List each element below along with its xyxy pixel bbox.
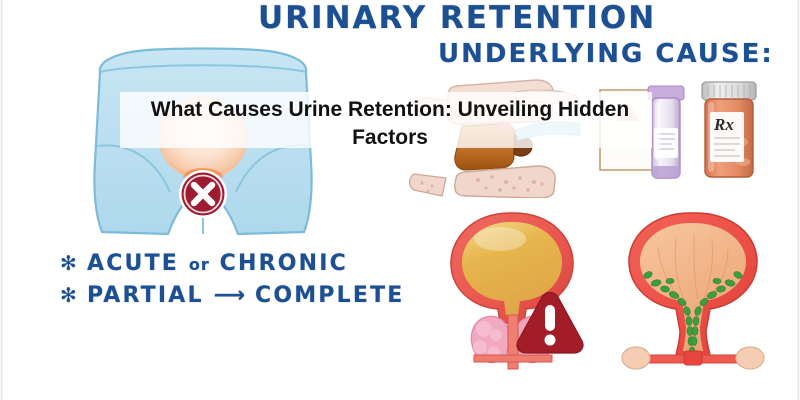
bladder-prostate-svg bbox=[450, 212, 584, 370]
bullet-0-text2: CHRONIC bbox=[219, 251, 348, 276]
bladder-prostate-illustration bbox=[438, 205, 588, 375]
bullet-0-connector: or bbox=[188, 255, 210, 274]
waistband-line bbox=[99, 64, 307, 73]
bullet-1-connector: ⟶ bbox=[213, 283, 246, 308]
vial-bottle bbox=[647, 85, 685, 179]
bladder-infection-illustration bbox=[618, 205, 768, 375]
testis-right bbox=[735, 346, 765, 370]
left-edge-strip bbox=[0, 0, 3, 400]
overlay-title-text: What Causes Urine Retention: Unveiling H… bbox=[150, 98, 630, 149]
bullet-1-text2: COMPLETE bbox=[254, 283, 405, 308]
bottle-highlight bbox=[708, 102, 714, 172]
bullet-1-text: PARTIAL bbox=[86, 283, 204, 308]
trabecular-texture bbox=[476, 175, 544, 192]
pelvic-floor bbox=[473, 354, 553, 363]
bullet-item-partial-complete: ✻ PARTIAL ⟶ COMPLETE bbox=[60, 280, 405, 311]
rx-label-lines bbox=[714, 137, 740, 157]
x-mark-icon bbox=[190, 181, 216, 207]
urine-highlight bbox=[474, 227, 526, 251]
bullet-star-icon: ✻ bbox=[60, 283, 79, 307]
exclamation-dot bbox=[544, 334, 556, 346]
right-edge-strip bbox=[797, 0, 800, 400]
rx-pill-bottle: Rx bbox=[701, 81, 757, 178]
cap-ridges bbox=[707, 85, 751, 97]
bottle-cap bbox=[701, 81, 757, 101]
page-title-sub: UNDERLYING CAUSE: bbox=[438, 39, 774, 69]
vial-highlight bbox=[655, 102, 660, 160]
exclamation-bar bbox=[545, 305, 555, 331]
warning-badge bbox=[516, 291, 584, 354]
blocked-badge bbox=[179, 170, 227, 218]
bladder-infection-svg bbox=[621, 212, 765, 370]
rx-symbol: Rx bbox=[713, 115, 734, 134]
bullet-list: ✻ ACUTE or CHRONIC ✻ PARTIAL ⟶ COMPLETE bbox=[60, 248, 405, 311]
page-title-main: URINARY RETENTION bbox=[258, 0, 657, 36]
title-overlay-band bbox=[120, 92, 652, 148]
bullet-item-acute-chronic: ✻ ACUTE or CHRONIC bbox=[60, 248, 405, 280]
bullet-0-text: ACUTE bbox=[86, 251, 180, 276]
urine-retained bbox=[461, 222, 563, 315]
leg-curve-left bbox=[96, 144, 171, 193]
bullet-star-icon: ✻ bbox=[60, 251, 79, 275]
urine-infected bbox=[639, 223, 747, 352]
urethral-junction bbox=[683, 350, 703, 366]
testis-left bbox=[621, 346, 651, 370]
spinous-process-lower bbox=[408, 173, 447, 197]
trabecular-texture-2 bbox=[420, 181, 434, 193]
